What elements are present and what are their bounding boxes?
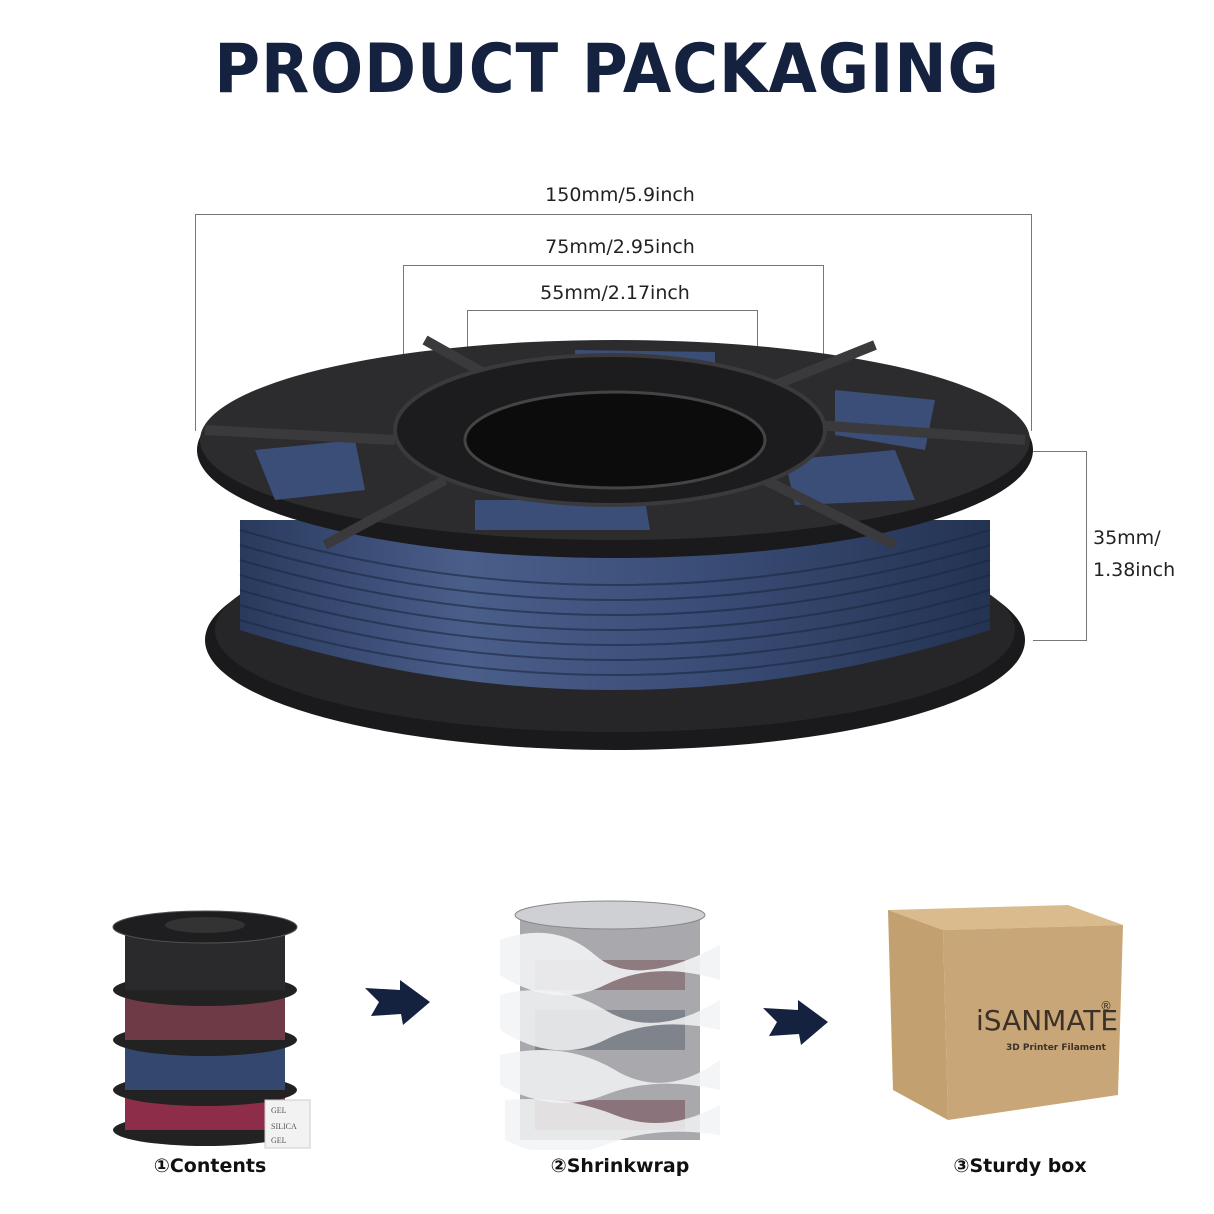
- sturdy-box-image: iSANMATE ® 3D Printer Filament: [888, 905, 1123, 1120]
- contents-image: GEL SILICA GEL: [112, 910, 311, 1149]
- shrinkwrap-image: [500, 900, 720, 1150]
- svg-text:iSANMATE: iSANMATE: [976, 1004, 1118, 1037]
- arrow-right-icon: [763, 1000, 828, 1045]
- svg-text:GEL: GEL: [271, 1106, 287, 1115]
- page-title: PRODUCT PACKAGING: [214, 30, 1000, 109]
- dim-outer-label: 150mm/5.9inch: [545, 184, 695, 206]
- dim-outer-bracket: [195, 214, 1032, 431]
- desiccant-packet: [264, 1099, 311, 1149]
- step-box-label: ③Sturdy box: [953, 1155, 1087, 1177]
- dim-width-label: 35mm/ 1.38inch: [1093, 522, 1175, 586]
- dim-width-bracket: [1033, 451, 1087, 641]
- svg-text:3D Printer Filament: 3D Printer Filament: [1006, 1043, 1107, 1053]
- dim-inner-label: 55mm/2.17inch: [540, 282, 690, 304]
- arrow-right-icon: [365, 980, 430, 1025]
- dim-hub-label: 75mm/2.95inch: [545, 236, 695, 258]
- step-contents-label: ①Contents: [153, 1155, 267, 1177]
- step-shrinkwrap-label: ②Shrinkwrap: [550, 1155, 690, 1177]
- dim-hub-bracket: [403, 265, 824, 406]
- svg-text:SILICA: SILICA: [271, 1122, 297, 1131]
- filament-spool-image: [197, 335, 1033, 750]
- dim-width-line2: 1.38inch: [1093, 559, 1176, 581]
- dim-width-line1: 35mm/: [1093, 527, 1161, 549]
- svg-text:®: ®: [1100, 999, 1112, 1013]
- svg-text:GEL: GEL: [271, 1136, 287, 1145]
